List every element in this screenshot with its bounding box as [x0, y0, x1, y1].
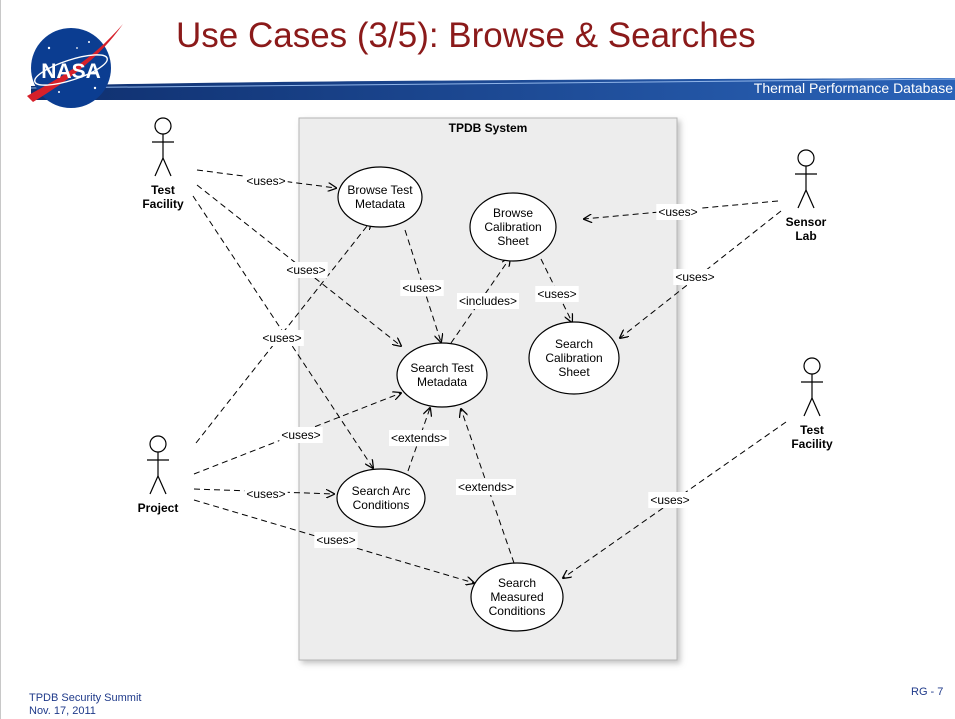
use-case-ellipse: [337, 166, 423, 228]
nasa-logo: NASA: [27, 24, 123, 108]
use-cases: Browse TestMetadataBrowseCalibrationShee…: [336, 166, 620, 632]
edge-label: <uses>: [400, 280, 444, 296]
edge-label: <uses>: [260, 330, 304, 346]
svg-text:<extends>: <extends>: [391, 431, 447, 445]
edge-project-to-search-measured-conditions: [193, 499, 474, 583]
use-case-ellipse: [396, 342, 488, 408]
use-case-label: Search: [555, 337, 593, 351]
header-banner: [30, 78, 955, 100]
page-number: RG - 7: [911, 686, 944, 698]
slide-subtitle: Thermal Performance Database: [753, 80, 953, 96]
edge-label: <extends>: [455, 479, 517, 495]
stick-figure-icon: [795, 149, 817, 209]
use-case-label: Conditions: [489, 604, 546, 618]
footer-date: Nov. 17, 2011: [29, 705, 96, 717]
nasa-logo-text: NASA: [41, 60, 101, 83]
edge-label: <uses>: [314, 532, 358, 548]
stick-figure-icon: [152, 117, 174, 177]
slide-title: Use Cases (3/5): Browse & Searches: [176, 16, 756, 55]
edge-label: <uses>: [279, 427, 323, 443]
svg-text:<uses>: <uses>: [537, 287, 576, 301]
edge-label: <uses>: [284, 262, 328, 278]
use-case-label: Conditions: [353, 498, 410, 512]
actor-label: Project: [138, 501, 179, 515]
svg-text:<uses>: <uses>: [316, 533, 355, 547]
use-case-label: Sheet: [497, 234, 529, 248]
use-case-label: Calibration: [484, 220, 541, 234]
use-case-ellipse: [469, 192, 557, 262]
svg-text:<uses>: <uses>: [246, 174, 285, 188]
edge-label: <uses>: [648, 492, 692, 508]
actor-label: Lab: [795, 229, 816, 243]
use-case-label: Sheet: [558, 365, 590, 379]
actor-label: Facility: [142, 197, 184, 211]
use-case-ellipse: [470, 562, 564, 632]
system-label: TPDB System: [449, 121, 528, 135]
actor-label: Sensor: [786, 215, 827, 229]
svg-text:<uses>: <uses>: [286, 263, 325, 277]
use-case-label: Metadata: [417, 375, 467, 389]
actor-project: Project: [138, 435, 179, 515]
use-case-label: Browse: [493, 206, 533, 220]
actor-label: Facility: [791, 437, 833, 451]
edge-sensor-lab-to-browse-calibration-sheet: [584, 200, 779, 219]
svg-text:<includes>: <includes>: [459, 294, 517, 308]
edge-test-facility-1-to-search-test-metadata: [196, 184, 401, 346]
use-case-ellipse: [528, 321, 620, 395]
svg-text:<uses>: <uses>: [650, 493, 689, 507]
use-case-label: Measured: [490, 590, 543, 604]
svg-text:<uses>: <uses>: [246, 487, 285, 501]
use-case-label: Calibration: [545, 351, 602, 365]
use-case-label: Browse Test: [347, 183, 413, 197]
footer-event: TPDB Security Summit: [29, 692, 142, 704]
use-case-label: Search Arc: [352, 484, 411, 498]
svg-text:<uses>: <uses>: [262, 331, 301, 345]
stick-figure-icon: [147, 435, 169, 495]
svg-text:<uses>: <uses>: [658, 205, 697, 219]
use-case-label: Metadata: [355, 197, 405, 211]
use-case-ellipse: [336, 468, 426, 528]
actor-label: Test: [151, 183, 175, 197]
edge-label: <uses>: [244, 486, 288, 502]
edge-test-facility-2-to-search-measured-conditions: [563, 421, 787, 578]
svg-text:<uses>: <uses>: [675, 270, 714, 284]
svg-text:<extends>: <extends>: [458, 480, 514, 494]
edge-label: <uses>: [656, 204, 700, 220]
stick-figure-icon: [801, 357, 823, 417]
svg-text:<uses>: <uses>: [281, 428, 320, 442]
edge-label: <extends>: [388, 430, 450, 446]
use-case-label: Search: [498, 576, 536, 590]
svg-text:<uses>: <uses>: [402, 281, 441, 295]
use-case-label: Search Test: [410, 361, 474, 375]
edge-label: <includes>: [456, 293, 520, 309]
edge-label: <uses>: [535, 286, 579, 302]
edge-label: <uses>: [673, 269, 717, 285]
edge-label: <uses>: [244, 173, 288, 189]
actor-label: Test: [800, 423, 824, 437]
footer-left: TPDB Security Summit Nov. 17, 2011: [29, 692, 141, 718]
